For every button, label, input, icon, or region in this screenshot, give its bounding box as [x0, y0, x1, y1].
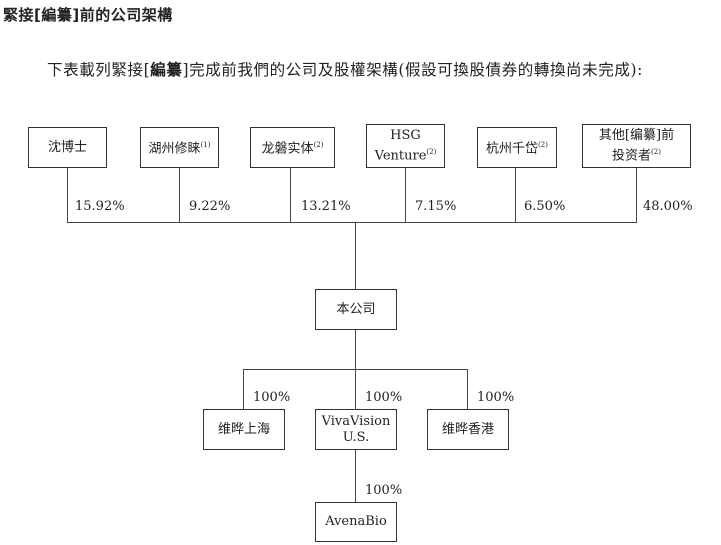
ownership-pct: 48.00% [643, 199, 693, 214]
connector [67, 222, 637, 223]
shareholder-box: 龙磐实体(2) [250, 127, 335, 168]
footnote-ref: (2) [426, 147, 437, 156]
shareholder-name: Venture [374, 148, 427, 164]
subsidiary-name: VivaVision [321, 413, 391, 429]
subsidiary-name: 维晔香港 [441, 421, 494, 437]
ownership-pct: 13.21% [301, 199, 351, 214]
connector [355, 222, 356, 289]
shareholder-box: 其他[编纂]前投资者(2) [582, 124, 691, 168]
shareholder-name: 龙磐实体 [261, 141, 314, 157]
subsidiary-box: AvenaBio [315, 502, 397, 542]
footnote-ref: (2) [651, 147, 661, 156]
connector [243, 369, 244, 409]
shareholder-name: 投资者 [612, 148, 652, 164]
section-heading: 緊接[編纂]前的公司架構 [3, 6, 173, 24]
connector [243, 369, 468, 370]
shareholder-name: 其他[编纂]前 [598, 127, 675, 143]
subsidiary-name: U.S. [342, 429, 370, 445]
para-redacted: 編纂 [150, 60, 183, 79]
connector [290, 167, 291, 222]
company-name: 本公司 [336, 301, 376, 317]
connector [179, 167, 180, 222]
shareholder-box: 湖州修睐(1) [140, 127, 219, 168]
ownership-pct: 100% [365, 390, 403, 405]
footnote-ref: (2) [538, 141, 548, 150]
footnote-ref: (1) [200, 141, 211, 150]
subsidiary-box: 维晔上海 [203, 409, 285, 450]
shareholder-box: 杭州千岱(2) [477, 127, 557, 168]
connector [467, 369, 468, 409]
connector [636, 167, 637, 222]
ownership-pct: 100% [477, 390, 515, 405]
shareholder-name: 杭州千岱 [486, 141, 539, 157]
company-box: 本公司 [315, 289, 397, 330]
connector [355, 449, 356, 502]
shareholder-name: HSG [390, 127, 421, 143]
ownership-pct: 9.22% [189, 199, 231, 214]
footnote-ref: (2) [313, 141, 324, 150]
shareholder-name: 湖州修睐 [148, 141, 201, 157]
subsidiary-name: AvenaBio [325, 514, 387, 529]
ownership-pct: 100% [253, 390, 291, 405]
para-text: 下表載列緊接[ [47, 61, 151, 79]
subsidiary-name: 维晔上海 [217, 421, 270, 437]
shareholder-box: 沈博士 [28, 127, 107, 168]
connector [405, 167, 406, 222]
connector [67, 167, 68, 222]
ownership-pct: 7.15% [415, 199, 457, 214]
para-text: ]完成前我們的公司及股權架構(假設可換股債券的轉換尚未完成): [182, 61, 643, 79]
shareholder-name: 沈博士 [47, 139, 87, 155]
ownership-pct: 15.92% [75, 199, 125, 214]
subsidiary-box: 维晔香港 [427, 409, 509, 450]
shareholder-box: HSG Venture(2) [366, 124, 445, 168]
ownership-pct: 6.50% [524, 199, 566, 214]
intro-paragraph: 下表載列緊接[編纂]完成前我們的公司及股權架構(假設可換股債券的轉換尚未完成): [3, 56, 718, 84]
ownership-pct: 100% [365, 483, 403, 498]
connector [515, 167, 516, 222]
